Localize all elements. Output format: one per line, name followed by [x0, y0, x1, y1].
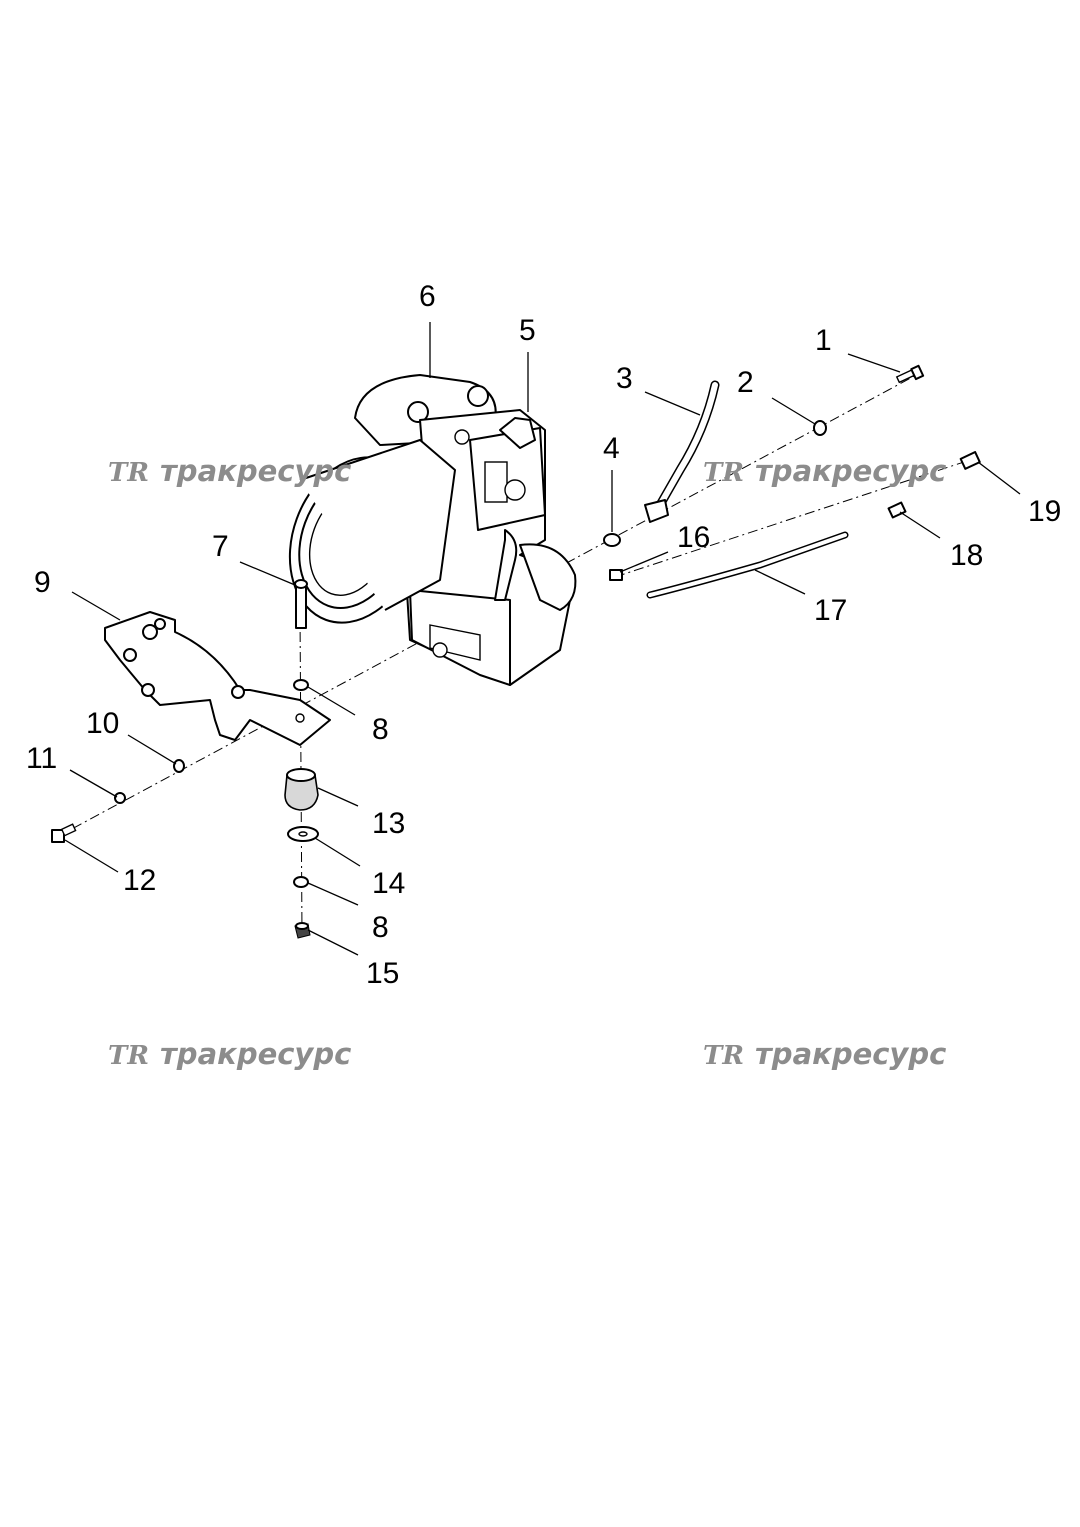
fitting-part-16 [609, 569, 623, 581]
callout-6: 6 [419, 280, 436, 313]
leader-lines [64, 322, 1021, 956]
callout-8-lower: 8 [372, 911, 389, 944]
watermark-logo-icon: TR [703, 458, 744, 488]
fitting-part-18 [887, 501, 907, 519]
callout-5: 5 [519, 314, 536, 347]
callout-11: 11 [26, 742, 57, 775]
bracket-part-9 [104, 611, 331, 746]
watermark-bottom-right: TR тракресурс [703, 1037, 946, 1071]
clamp-part-4 [603, 533, 621, 547]
watermark-text: тракресурс [755, 454, 946, 488]
washer-part-2 [813, 420, 827, 436]
washer-part-8-lower [293, 876, 309, 888]
watermark-logo-icon: TR [108, 458, 149, 488]
callout-9: 9 [34, 566, 51, 599]
callout-4: 4 [603, 432, 620, 465]
transmission-housing [288, 374, 577, 686]
callout-labels: 1 2 3 4 5 6 7 8 9 10 11 12 13 14 8 15 16… [26, 280, 1061, 990]
watermark-top-right: TR тракресурс [703, 454, 946, 488]
nut-part-15 [294, 922, 311, 939]
bolt-part-12 [51, 823, 77, 843]
callout-12: 12 [123, 864, 156, 897]
washer-part-11 [114, 792, 126, 804]
washer-part-14 [287, 826, 319, 842]
watermark-logo-icon: TR [108, 1041, 149, 1071]
callout-13: 13 [372, 807, 405, 840]
pipe-part-3 [644, 380, 720, 523]
callout-1: 1 [815, 324, 832, 357]
callout-8-upper: 8 [372, 713, 389, 746]
bolt-part-7 [294, 579, 308, 629]
callout-18: 18 [950, 539, 983, 572]
rubber-mount-part-13 [284, 768, 319, 811]
fitting-part-19 [959, 451, 981, 470]
callout-16: 16 [677, 521, 710, 554]
callout-14: 14 [372, 867, 405, 900]
watermark-bottom-left: TR тракресурс [108, 1037, 351, 1071]
watermark-text: тракресурс [160, 1037, 351, 1071]
watermark-text: тракресурс [755, 1037, 946, 1071]
washer-part-10 [173, 759, 185, 773]
callout-15: 15 [366, 957, 399, 990]
watermark-text: тракресурс [160, 454, 351, 488]
hose-part-17 [646, 531, 849, 599]
washer-part-8-upper [293, 679, 309, 691]
watermark-top-left: TR тракресурс [108, 454, 351, 488]
callout-17: 17 [814, 594, 847, 627]
watermark-logo-icon: TR [703, 1041, 744, 1071]
callout-19: 19 [1028, 495, 1061, 528]
callout-10: 10 [86, 707, 119, 740]
bolt-part-1 [895, 364, 925, 384]
callout-7: 7 [212, 530, 229, 563]
callout-3: 3 [616, 362, 633, 395]
callout-2: 2 [737, 366, 754, 399]
